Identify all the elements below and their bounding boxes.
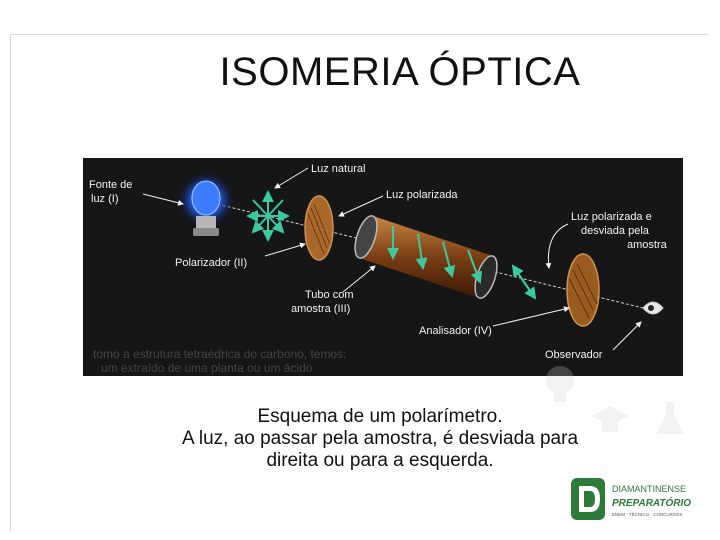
slide-frame [10, 34, 708, 532]
caption-line-2: A luz, ao passar pela amostra, é desviad… [181, 428, 579, 449]
pointer-fonte [142, 193, 184, 206]
polarimeter-diagram: tomo a estrutura tetraédrica do carbono,… [83, 158, 683, 376]
pointer-natural [274, 167, 309, 189]
polarizer-filter [304, 195, 334, 261]
flask-watermark-icon [656, 402, 684, 434]
sample-tube [354, 215, 498, 299]
pointer-analyzer [492, 306, 570, 327]
label-polarizer: Polarizador (II) [175, 257, 247, 269]
label-fonte-2: luz (I) [91, 193, 119, 205]
label-natural: Luz natural [311, 163, 365, 175]
pointer-deviated [545, 223, 569, 269]
analyzer-filter [566, 253, 600, 327]
logo-line-1: DIAMANTINENSE [612, 484, 686, 494]
diamantinense-logo: DIAMANTINENSE PREPARATÓRIO ENEM · TÉCNIC… [571, 478, 691, 520]
label-deviated-3: amostra [627, 239, 668, 251]
logo-line-3: ENEM · TÉCNICO · CONCURSOS [612, 511, 682, 517]
caption-line-1: Esquema de um polarímetro. [257, 406, 503, 427]
natural-light-icon [246, 190, 290, 242]
light-bulb-icon [178, 172, 234, 236]
label-polarized: Luz polarizada [386, 189, 458, 201]
polarimeter-svg: tomo a estrutura tetraédrica do carbono,… [89, 163, 668, 375]
lightbulb-watermark-icon [546, 366, 574, 402]
pointer-polarized [338, 195, 384, 217]
pointer-tube [342, 265, 376, 293]
caption: Esquema de um polarímetro. A luz, ao pas… [90, 406, 670, 472]
label-deviated-2: desviada pela [581, 225, 650, 237]
deviated-light-icon [511, 264, 537, 300]
observer-eye-icon [642, 301, 664, 315]
pointer-polarizer [264, 242, 306, 257]
label-fonte-1: Fonte de [89, 179, 132, 191]
bg-text-2: um extraído de uma planta ou um ácido [101, 361, 313, 375]
caption-line-3: direita ou para a esquerda. [266, 450, 494, 471]
slide-title: ISOMERIA ÓPTICA [219, 50, 581, 94]
bg-text-1: tomo a estrutura tetraédrica do carbono,… [93, 347, 346, 361]
label-tube-1: Tubo com [305, 289, 354, 301]
label-tube-2: amostra (III) [291, 303, 350, 315]
label-deviated-1: Luz polarizada e [571, 211, 652, 223]
graduation-watermark-icon [592, 406, 628, 432]
label-observer: Observador [545, 349, 603, 361]
logo-line-2: PREPARATÓRIO [612, 496, 691, 509]
label-analyzer: Analisador (IV) [419, 325, 492, 337]
pointer-observer [612, 321, 642, 351]
